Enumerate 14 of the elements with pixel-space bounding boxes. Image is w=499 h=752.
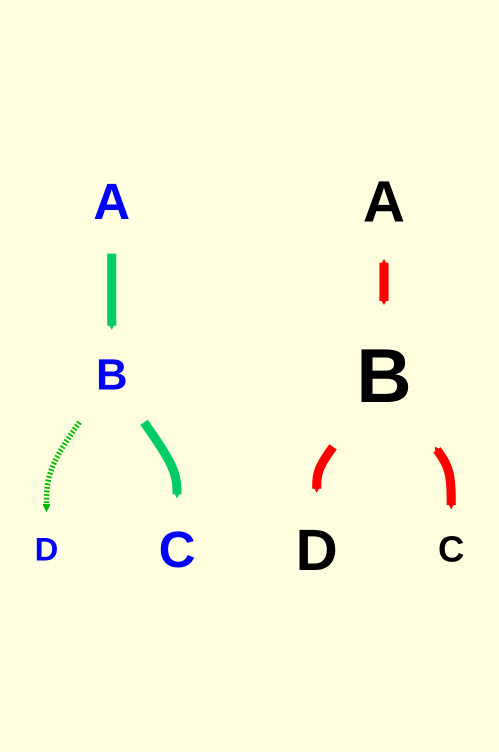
node-text: A: [93, 172, 130, 230]
node-text: D: [34, 530, 58, 568]
arrow: [140, 420, 182, 498]
arrow: [42, 420, 82, 512]
arrow: [312, 444, 337, 493]
arrow: [433, 447, 456, 510]
node-text: D: [296, 517, 338, 583]
arrow: [107, 254, 116, 330]
node-text: B: [96, 351, 128, 400]
node-text: C: [158, 520, 196, 578]
node-text: A: [362, 169, 406, 235]
node-text: B: [356, 333, 412, 419]
arrow: [379, 259, 389, 306]
node-text: C: [438, 530, 464, 570]
